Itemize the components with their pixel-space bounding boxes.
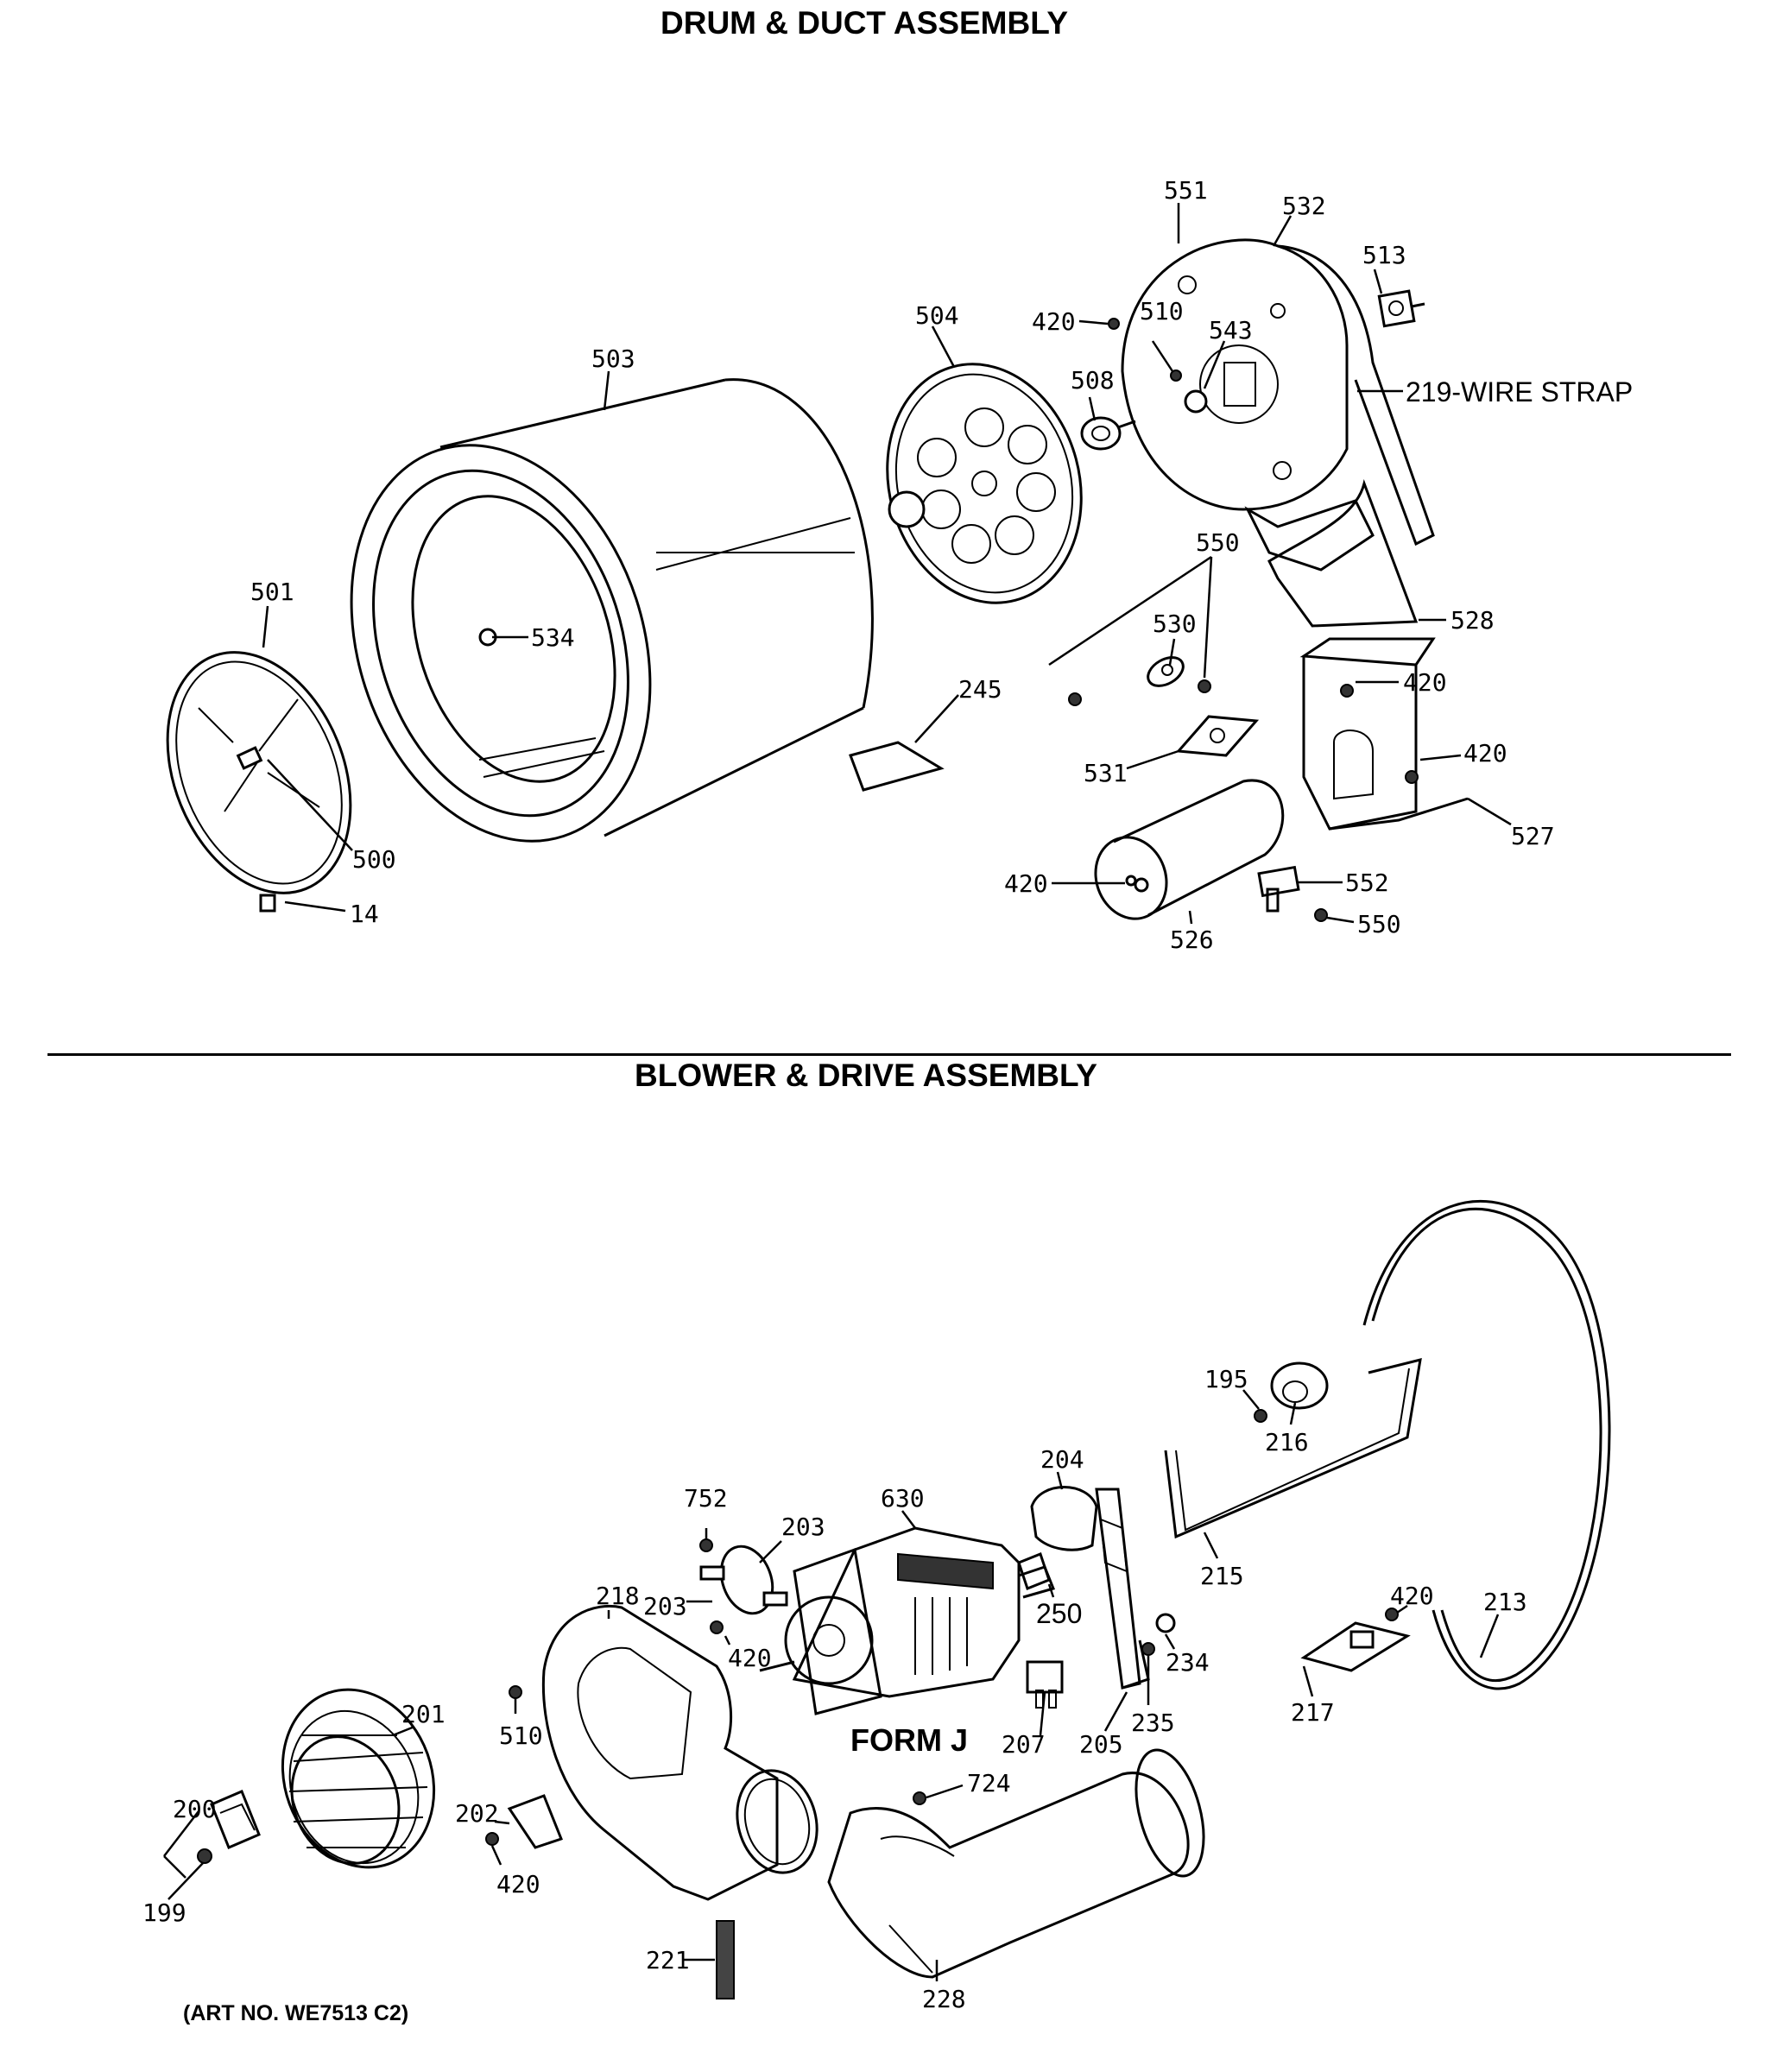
label-420: 420 bbox=[728, 1644, 772, 1672]
art-number: (ART NO. WE7513 C2) bbox=[183, 2001, 409, 2025]
part-508-bearing bbox=[1080, 416, 1136, 451]
part-250-pulley bbox=[1017, 1552, 1051, 1590]
part-202-blower-piece bbox=[507, 1794, 563, 1849]
section-divider bbox=[47, 1053, 1731, 1056]
leaders-top bbox=[262, 203, 1512, 925]
label-550: 550 bbox=[1357, 910, 1401, 938]
label-219-wire-strap: 219-WIRE STRAP bbox=[1406, 376, 1633, 407]
label-543: 543 bbox=[1209, 316, 1253, 344]
part-215-idler-arm bbox=[1164, 1357, 1422, 1539]
label-420: 420 bbox=[1390, 1582, 1434, 1610]
part-200-bracket bbox=[197, 1790, 261, 1864]
part-213-belt bbox=[1362, 1200, 1611, 1690]
part-551-duct-housing bbox=[1121, 238, 1435, 572]
part-245-plate bbox=[849, 741, 945, 792]
label-420: 420 bbox=[1004, 869, 1048, 898]
label-510: 510 bbox=[1140, 297, 1184, 325]
part-513-thermostat bbox=[1377, 289, 1425, 328]
label-526: 526 bbox=[1170, 925, 1214, 954]
label-203: 203 bbox=[781, 1513, 825, 1541]
label-217: 217 bbox=[1291, 1698, 1335, 1727]
label-530: 530 bbox=[1153, 610, 1197, 638]
label-551: 551 bbox=[1164, 176, 1208, 205]
label-752: 752 bbox=[684, 1484, 728, 1513]
label-207: 207 bbox=[1002, 1730, 1046, 1759]
drum-duct-assembly-title: DRUM & DUCT ASSEMBLY bbox=[660, 5, 1069, 41]
screws-bottom bbox=[485, 1409, 1399, 1846]
part-216-idler-pulley bbox=[1270, 1361, 1329, 1410]
label-203: 203 bbox=[643, 1592, 687, 1620]
label-235: 235 bbox=[1131, 1709, 1175, 1737]
blower-drive-assembly-title: BLOWER & DRIVE ASSEMBLY bbox=[635, 1058, 1097, 1093]
label-532: 532 bbox=[1282, 192, 1326, 220]
part-527-heater-box bbox=[1299, 637, 1469, 831]
label-500: 500 bbox=[352, 845, 396, 874]
part-205-motor-mount bbox=[1095, 1488, 1150, 1690]
label-420: 420 bbox=[1403, 668, 1447, 697]
label-200: 200 bbox=[173, 1795, 217, 1823]
part-552-fuse bbox=[1257, 865, 1300, 913]
part-530-sensor bbox=[1147, 656, 1185, 687]
part-228-exhaust-duct bbox=[827, 1748, 1205, 1979]
label-221: 221 bbox=[646, 1946, 690, 1974]
label-420: 420 bbox=[1463, 739, 1507, 768]
label-508: 508 bbox=[1071, 366, 1115, 395]
part-503-drum bbox=[350, 378, 874, 843]
label-724: 724 bbox=[967, 1769, 1011, 1797]
label-234: 234 bbox=[1166, 1648, 1210, 1677]
label-550: 550 bbox=[1196, 528, 1240, 557]
label-195: 195 bbox=[1204, 1365, 1248, 1393]
label-250: 250 bbox=[1036, 1598, 1082, 1629]
label-14: 14 bbox=[350, 900, 379, 928]
label-213: 213 bbox=[1483, 1588, 1527, 1616]
label-216: 216 bbox=[1265, 1428, 1309, 1456]
label-199: 199 bbox=[142, 1898, 186, 1927]
label-202: 202 bbox=[455, 1799, 499, 1828]
label-420: 420 bbox=[1032, 307, 1076, 336]
label-528: 528 bbox=[1451, 606, 1495, 635]
label-501: 501 bbox=[250, 578, 294, 606]
label-503: 503 bbox=[591, 344, 635, 373]
label-552: 552 bbox=[1345, 869, 1389, 897]
part-501-drum-seal bbox=[166, 651, 352, 894]
part-528-duct bbox=[1267, 478, 1419, 628]
part-526-heater bbox=[1094, 779, 1285, 920]
part-630-motor bbox=[759, 1526, 1056, 1715]
part-201-blower-wheel bbox=[281, 1688, 436, 1869]
label-201: 201 bbox=[401, 1700, 446, 1728]
label-510: 510 bbox=[499, 1721, 543, 1750]
label-205: 205 bbox=[1079, 1730, 1123, 1759]
part-14-clip bbox=[259, 894, 276, 913]
label-531: 531 bbox=[1084, 759, 1128, 787]
part-203-strap bbox=[699, 1545, 788, 1615]
label-228: 228 bbox=[922, 1985, 966, 2013]
part-218-blower-housing bbox=[541, 1604, 818, 1901]
label-630: 630 bbox=[881, 1484, 925, 1513]
form-j-label: FORM J bbox=[850, 1722, 968, 1758]
label-218: 218 bbox=[596, 1582, 640, 1610]
label-513: 513 bbox=[1362, 241, 1406, 269]
screws-top bbox=[1068, 318, 1419, 922]
part-217-switch-bracket bbox=[1300, 1621, 1411, 1672]
part-204-motor-clip bbox=[1030, 1486, 1098, 1551]
labels-bottom: 195 216 204 630 752 203 215 420 213 218 … bbox=[142, 1365, 1527, 2013]
leaders-bottom bbox=[163, 1389, 1500, 1981]
label-204: 204 bbox=[1040, 1445, 1084, 1474]
part-531-bracket bbox=[1175, 715, 1260, 757]
label-420: 420 bbox=[496, 1870, 540, 1898]
label-215: 215 bbox=[1200, 1562, 1244, 1590]
label-245: 245 bbox=[958, 675, 1002, 704]
label-527: 527 bbox=[1511, 822, 1555, 850]
label-504: 504 bbox=[915, 301, 959, 330]
label-534: 534 bbox=[531, 623, 575, 652]
part-221-strip bbox=[716, 1920, 735, 1999]
labels-top: 551 532 513 420 510 543 504 508 219-WIRE… bbox=[250, 176, 1633, 954]
